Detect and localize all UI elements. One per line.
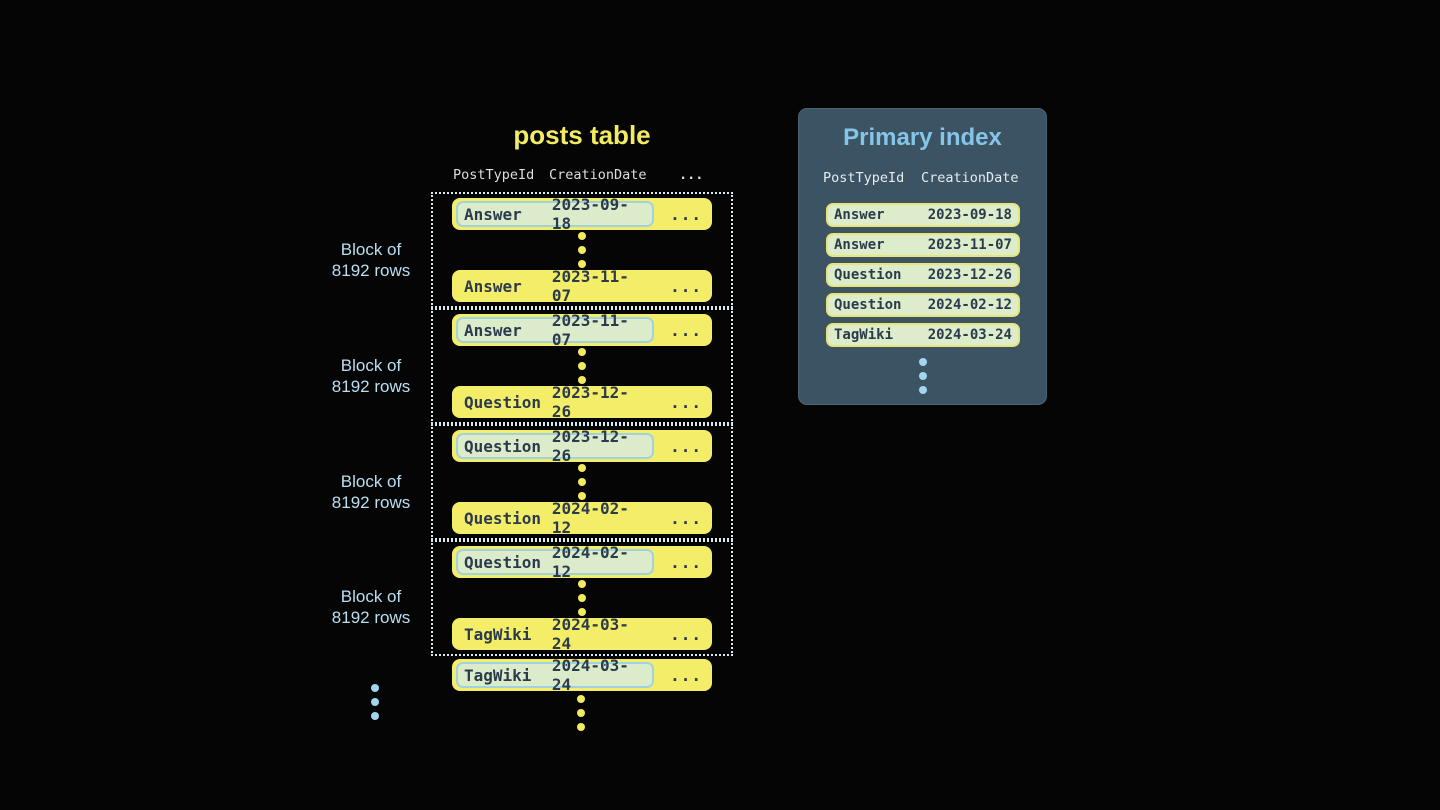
table-row-overflow: TagWiki 2024-03-24 ...: [452, 656, 712, 694]
highlight-box: Answer 2023-11-07: [456, 311, 654, 349]
index-row: Question 2024-02-12: [826, 293, 1020, 317]
column-header-posttypeid: PostTypeId: [823, 170, 905, 186]
creation-date-cell: 2024-02-12: [551, 499, 629, 537]
creation-date-cell: 2023-09-18: [551, 195, 629, 233]
table-block-1: Answer 2023-09-18 ... Answer 2023-11-07 …: [431, 192, 733, 308]
creation-date-cell: 2023-11-07: [927, 237, 1012, 253]
table-row: Question 2024-02-12 ...: [452, 499, 712, 537]
row-ellipsis: ...: [670, 320, 702, 340]
index-row: Answer 2023-11-07: [826, 233, 1020, 257]
row-ellipsis: ...: [670, 665, 702, 685]
creation-date-cell: 2023-11-07: [551, 267, 629, 305]
block-label-line2: 8192 rows: [331, 261, 411, 280]
plain-cell-group: Answer 2023-11-07: [456, 267, 654, 305]
block-label: Block of 8192 rows: [311, 586, 431, 628]
table-row: Question 2023-12-26 ...: [452, 383, 712, 421]
plain-cell-group: TagWiki 2024-03-24: [456, 615, 654, 653]
block-label-line1: Block of: [340, 356, 402, 375]
post-type-cell: TagWiki: [464, 624, 532, 644]
block-label: Block of 8192 rows: [311, 355, 431, 397]
posts-table-title: posts table: [513, 120, 651, 150]
creation-date-cell: 2024-03-24: [551, 615, 629, 653]
column-header-ellipsis: ...: [679, 167, 704, 183]
vertical-ellipsis-icon: [578, 232, 586, 268]
column-header-creationdate: CreationDate: [549, 167, 647, 183]
creation-date-cell: 2023-11-07: [551, 311, 629, 349]
vertical-ellipsis-icon: [578, 348, 586, 384]
post-type-cell: TagWiki: [464, 665, 532, 685]
table-block-3: Question 2023-12-26 ... Question 2024-02…: [431, 424, 733, 540]
row-ellipsis: ...: [670, 392, 702, 412]
highlight-box: TagWiki 2024-03-24: [456, 656, 654, 694]
post-type-cell: Question: [464, 436, 542, 456]
row-ellipsis: ...: [670, 276, 702, 296]
highlight-box: Question 2023-12-26: [456, 427, 654, 465]
block-label-line1: Block of: [340, 472, 402, 491]
plain-cell-group: Question 2024-02-12: [456, 499, 654, 537]
index-row: Answer 2023-09-18: [826, 203, 1020, 227]
creation-date-cell: 2024-02-12: [927, 297, 1012, 313]
table-row: Answer 2023-11-07 ...: [452, 267, 712, 305]
table-row: Answer 2023-11-07 ...: [452, 311, 712, 349]
post-type-cell: Answer: [464, 276, 522, 296]
vertical-ellipsis-icon: [578, 580, 586, 616]
column-header-posttypeid: PostTypeId: [453, 167, 535, 183]
post-type-cell: Question: [464, 508, 542, 528]
post-type-cell: Answer: [464, 204, 522, 224]
block-label-line2: 8192 rows: [331, 608, 411, 627]
index-more-rows: [799, 358, 1046, 394]
block-label-line2: 8192 rows: [331, 377, 411, 396]
post-type-cell: Answer: [834, 207, 885, 223]
vertical-ellipsis-icon: [578, 464, 586, 500]
index-row: TagWiki 2024-03-24: [826, 323, 1020, 347]
highlight-box: Answer 2023-09-18: [456, 195, 654, 233]
post-type-cell: Question: [834, 267, 902, 283]
creation-date-cell: 2023-09-18: [927, 207, 1012, 223]
creation-date-cell: 2024-03-24: [551, 656, 629, 694]
post-type-cell: Answer: [464, 320, 522, 340]
more-blocks-ellipsis-icon: [371, 684, 379, 720]
index-row: Question 2023-12-26: [826, 263, 1020, 287]
posts-table-blocks: Answer 2023-09-18 ... Answer 2023-11-07 …: [431, 192, 733, 656]
row-ellipsis: ...: [670, 552, 702, 572]
table-block-4: Question 2024-02-12 ... TagWiki 2024-03-…: [431, 540, 733, 656]
creation-date-cell: 2024-03-24: [927, 327, 1012, 343]
post-type-cell: Question: [464, 552, 542, 572]
highlight-box: Question 2024-02-12: [456, 543, 654, 581]
creation-date-cell: 2023-12-26: [551, 383, 629, 421]
vertical-ellipsis-icon: [577, 695, 585, 731]
block-label: Block of 8192 rows: [311, 239, 431, 281]
row-ellipsis: ...: [670, 508, 702, 528]
creation-date-cell: 2023-12-26: [551, 427, 629, 465]
row-ellipsis: ...: [670, 436, 702, 456]
row-ellipsis: ...: [670, 624, 702, 644]
primary-index-title: Primary index: [843, 124, 1002, 151]
table-row: TagWiki 2024-03-24 ...: [452, 615, 712, 653]
post-type-cell: Question: [834, 297, 902, 313]
block-label-line1: Block of: [340, 587, 402, 606]
row-ellipsis: ...: [670, 204, 702, 224]
block-label-line1: Block of: [340, 240, 402, 259]
table-block-2: Answer 2023-11-07 ... Question 2023-12-2…: [431, 308, 733, 424]
vertical-ellipsis-icon: [918, 358, 927, 394]
table-row: Answer 2023-09-18 ...: [452, 195, 712, 233]
table-row: Question 2023-12-26 ...: [452, 427, 712, 465]
block-label: Block of 8192 rows: [311, 471, 431, 513]
creation-date-cell: 2024-02-12: [551, 543, 629, 581]
primary-index-panel: Primary index PostTypeId CreationDate An…: [798, 108, 1047, 405]
post-type-cell: Answer: [834, 237, 885, 253]
plain-cell-group: Question 2023-12-26: [456, 383, 654, 421]
block-label-line2: 8192 rows: [331, 493, 411, 512]
table-row: Question 2024-02-12 ...: [452, 543, 712, 581]
post-type-cell: TagWiki: [834, 327, 894, 343]
column-header-creationdate: CreationDate: [921, 170, 1019, 186]
creation-date-cell: 2023-12-26: [927, 267, 1012, 283]
post-type-cell: Question: [464, 392, 542, 412]
